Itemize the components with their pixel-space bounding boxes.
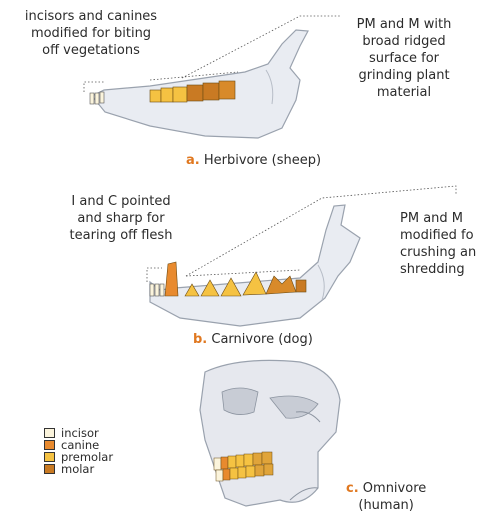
- carnivore-incisor-note: I and C pointed and sharp for tearing of…: [40, 193, 202, 244]
- carnivore-molar-note: PM and M modified fo crushing an shreddi…: [400, 210, 485, 278]
- tooth-legend: incisor canine premolar molar: [44, 427, 113, 475]
- herbivore-molar-note: PM and M with broad ridged surface for g…: [340, 16, 468, 101]
- omnivore-caption-letter: c.: [346, 481, 359, 496]
- legend-swatch: [44, 428, 55, 438]
- herbivore-caption-text: Herbivore (sheep): [204, 153, 321, 168]
- herbivore-incisor-note: incisors and canines modified for biting…: [0, 8, 182, 59]
- carnivore-caption-text: Carnivore (dog): [211, 332, 312, 347]
- herbivore-caption: a. Herbivore (sheep): [186, 152, 321, 169]
- legend-item-molar: molar: [44, 463, 113, 475]
- dog-incisors: [150, 284, 164, 296]
- legend-swatch: [44, 452, 55, 462]
- legend-swatch: [44, 464, 55, 474]
- omnivore-caption: c. Omnivore (human): [346, 480, 426, 514]
- legend-label: molar: [61, 463, 94, 475]
- legend-swatch: [44, 440, 55, 450]
- omnivore-caption-text: Omnivore (human): [358, 481, 426, 513]
- carnivore-caption: b. Carnivore (dog): [193, 331, 313, 348]
- human-skull: [200, 360, 340, 506]
- carnivore-caption-letter: b.: [193, 332, 207, 347]
- sheep-incisors: [90, 92, 104, 104]
- dog-canine: [165, 262, 178, 296]
- herbivore-caption-letter: a.: [186, 153, 200, 168]
